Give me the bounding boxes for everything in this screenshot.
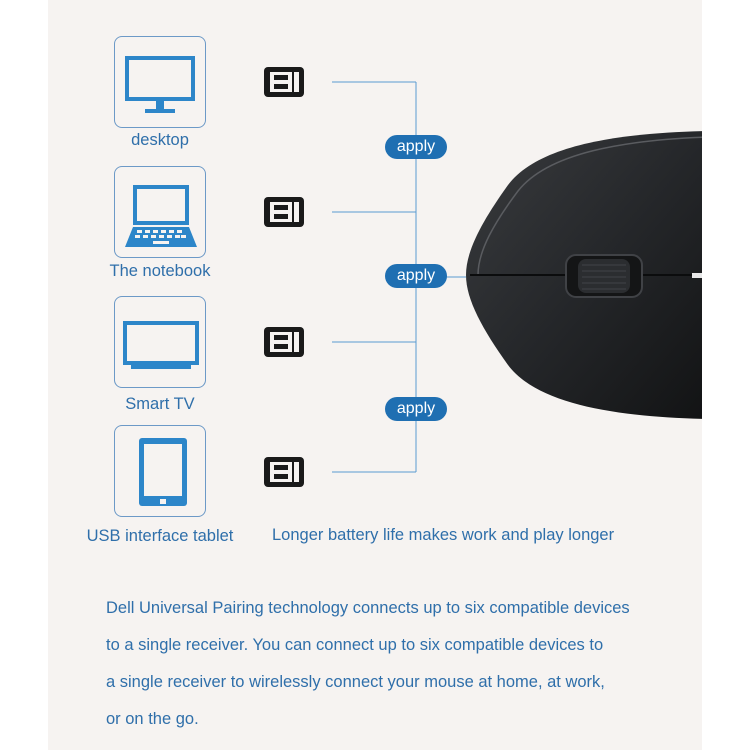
description-paragraph: Dell Universal Pairing technology connec… — [106, 590, 686, 738]
usb-receiver-4 — [262, 454, 306, 490]
product-infographic: desktop The notebook Smart T — [48, 0, 702, 750]
apply-badge-3: apply — [385, 397, 447, 421]
description-line: or on the go. — [106, 710, 199, 728]
apply-badge-2: apply — [385, 264, 447, 288]
usb-dongle-icon — [264, 197, 304, 227]
device-label-notebook: The notebook — [109, 262, 211, 280]
desktop-monitor-icon — [125, 56, 195, 113]
battery-tagline: Longer battery life makes work and play … — [272, 526, 615, 544]
tv-icon — [123, 321, 199, 369]
device-label-smart-tv: Smart TV — [125, 395, 195, 413]
device-tile-smart-tv — [114, 296, 206, 388]
tablet-icon — [139, 438, 187, 506]
description-line: to a single receiver. You can connect up… — [106, 636, 604, 654]
device-tile-tablet — [114, 425, 206, 517]
usb-dongle-icon — [264, 67, 304, 97]
usb-dongle-icon — [264, 457, 304, 487]
usb-receiver-1 — [262, 64, 306, 100]
usb-receiver-3 — [262, 324, 306, 360]
wireless-mouse-image — [466, 131, 702, 419]
apply-badge-1: apply — [385, 135, 447, 159]
description-line: a single receiver to wirelessly connect … — [106, 673, 605, 691]
device-label-tablet: USB interface tablet — [86, 527, 234, 545]
device-tile-desktop — [114, 36, 206, 128]
usb-receiver-2 — [262, 194, 306, 230]
laptop-icon — [125, 185, 197, 247]
usb-dongle-icon — [264, 327, 304, 357]
description-line: Dell Universal Pairing technology connec… — [106, 599, 630, 617]
device-tile-notebook — [114, 166, 206, 258]
device-label-desktop: desktop — [131, 131, 189, 149]
